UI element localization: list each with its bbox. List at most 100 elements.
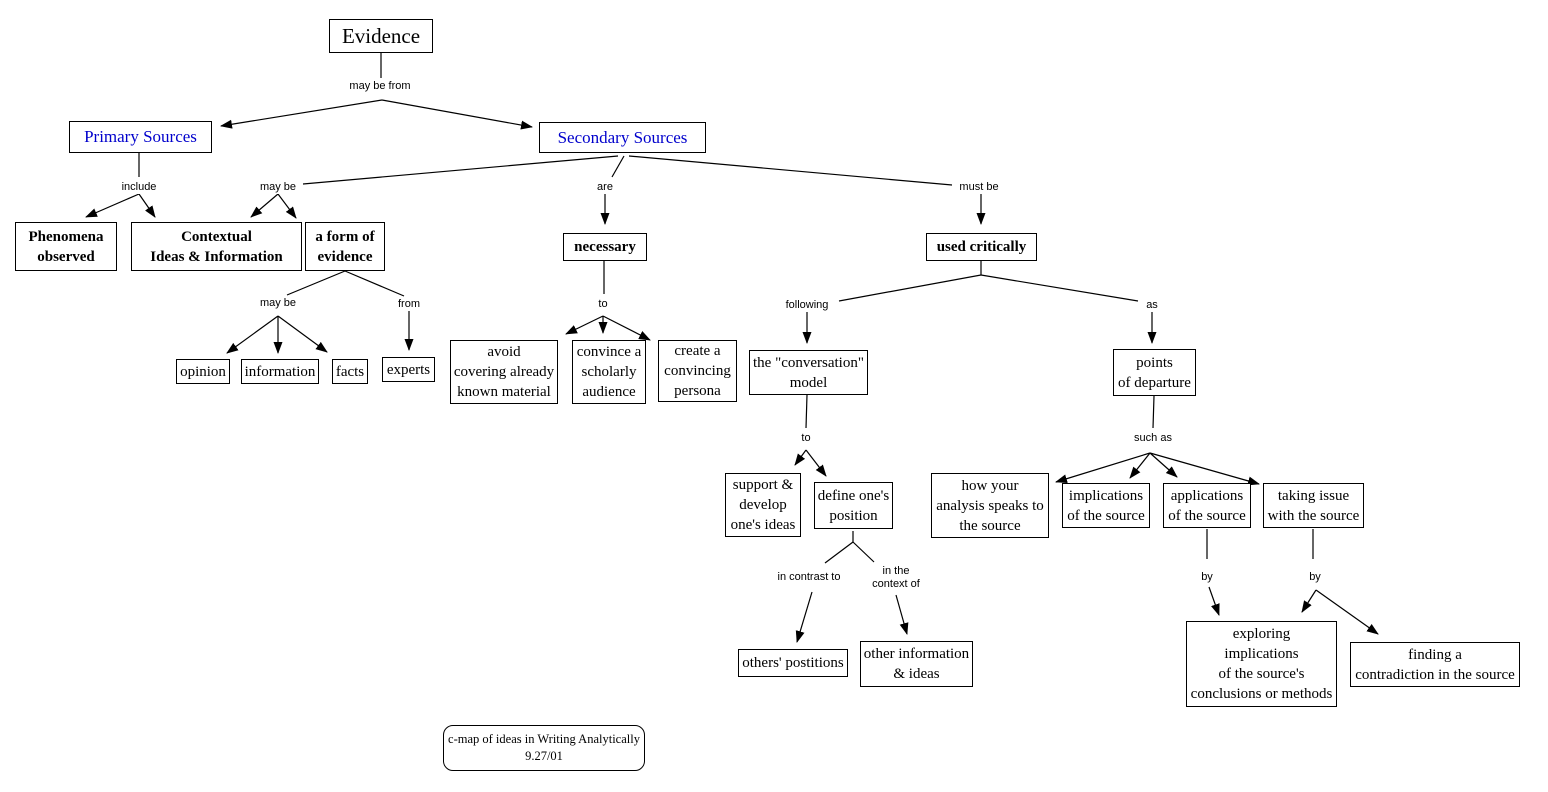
link-label-line: in the — [882, 565, 910, 577]
edge-include-contextual — [138, 193, 156, 218]
node-text: evidence — [317, 248, 373, 265]
edge-usedcritically-following — [838, 274, 982, 302]
node-text: how your — [961, 477, 1019, 494]
edge-suchas-applications — [1149, 452, 1178, 478]
link-label-by-2: by — [1306, 571, 1324, 584]
node-convince-audience: convince a scholarly audience — [572, 340, 646, 404]
node-points-of-departure: points of departure — [1113, 349, 1196, 396]
edge-secondary-mustbe — [628, 155, 953, 186]
edge-define-incontext — [852, 541, 875, 563]
node-taking-issue: taking issue with the source — [1263, 483, 1364, 528]
link-label-in-contrast-to: in contrast to — [774, 571, 844, 584]
edge-to-primary-sources — [220, 99, 383, 129]
node-avoid-covering: avoid covering already known material — [450, 340, 558, 404]
link-label-line: context of — [872, 578, 920, 590]
link-label-may-be-from: may be from — [346, 80, 414, 93]
node-define-position: define one's position — [814, 482, 893, 529]
node-text: with the source — [1267, 507, 1360, 524]
node-text: necessary — [574, 239, 636, 255]
node-others-positions: others' postitions — [738, 649, 848, 677]
node-implications: implications of the source — [1062, 483, 1150, 528]
node-phenomena-observed: Phenomena observed — [15, 222, 117, 271]
node-evidence: Evidence — [329, 19, 433, 53]
node-text: facts — [335, 363, 365, 380]
edge-form-maybe — [286, 270, 346, 296]
node-text: taking issue — [1277, 487, 1350, 504]
map-caption-note: c-map of ideas in Writing Analytically 9… — [443, 725, 645, 771]
edge-maybe-formofevidence — [277, 193, 297, 219]
node-text: exploring — [1232, 626, 1291, 642]
node-text: position — [829, 507, 878, 524]
edge-suchas-implications — [1129, 452, 1151, 479]
node-convincing-persona: create a convincing persona — [658, 340, 737, 402]
link-label-must-be: must be — [956, 181, 1002, 194]
link-label-to-2: to — [798, 432, 814, 445]
edge-maybe2-facts — [277, 315, 328, 353]
node-how-your-analysis: how your analysis speaks to the source — [931, 473, 1049, 538]
edge-by1-exploring — [1208, 586, 1220, 616]
node-information: information — [241, 359, 319, 384]
node-text: create a — [674, 343, 721, 359]
node-text: avoid — [487, 344, 521, 360]
edge-to-secondary-sources — [381, 99, 533, 130]
edge-points-suchas-stem — [1152, 395, 1155, 429]
node-text: covering already — [453, 364, 555, 380]
node-text: analysis speaks to — [936, 497, 1044, 514]
edge-by2-finding — [1315, 589, 1379, 635]
node-necessary: necessary — [563, 233, 647, 261]
edge-form-from — [344, 270, 405, 297]
node-text: implications — [1224, 646, 1299, 662]
node-other-information: other information & ideas — [860, 641, 973, 687]
node-conversation-model: the "conversation" model — [749, 350, 868, 395]
node-exploring-implications: exploring implications of the source's c… — [1186, 621, 1337, 707]
node-finding-contradiction: finding a contradiction in the source — [1350, 642, 1520, 687]
link-label-following: following — [782, 299, 832, 312]
node-text: applications — [1170, 487, 1244, 504]
edge-maybe2-opinion — [226, 315, 279, 354]
node-text: Phenomena — [28, 228, 104, 245]
link-label-include: include — [118, 181, 160, 194]
edge-to2-support — [794, 449, 807, 466]
node-text: a form of — [315, 228, 375, 245]
node-text: Ideas & Information — [150, 248, 283, 265]
node-text: conclusions or methods — [1190, 686, 1333, 702]
edge-conversation-to-stem — [805, 394, 808, 429]
edge-secondary-maybe — [302, 155, 619, 185]
node-primary-sources: Primary Sources — [69, 121, 212, 153]
link-label-as: as — [1143, 299, 1161, 312]
link-label-may-be-2: may be — [256, 297, 300, 310]
node-text: of departure — [1118, 374, 1191, 391]
link-label-by-1: by — [1198, 571, 1216, 584]
node-text: other information — [863, 646, 970, 662]
node-text: used critically — [936, 239, 1027, 255]
edge-suchas-takingissue — [1149, 452, 1260, 486]
edge-incontext-otherinfo — [895, 594, 909, 635]
edge-suchas-howyour — [1055, 452, 1151, 484]
node-text: opinion — [180, 363, 226, 380]
node-text: of the source — [1168, 507, 1246, 524]
edge-incontrast-others — [795, 591, 813, 643]
link-label-in-the-context-of: in the context of — [869, 565, 923, 591]
node-text: convince a — [576, 344, 642, 360]
edge-usedcritically-as — [980, 274, 1139, 302]
edge-to2-define — [805, 449, 827, 477]
node-text: of the source's — [1218, 666, 1305, 682]
node-text: Contextual — [181, 228, 252, 245]
node-text: experts — [386, 361, 431, 378]
node-text: model — [789, 374, 828, 391]
node-text: develop — [739, 497, 787, 513]
node-text: others' postitions — [742, 655, 844, 671]
link-label-to-1: to — [595, 298, 611, 311]
link-label-are: are — [594, 181, 616, 194]
link-label-such-as: such as — [1131, 432, 1175, 445]
node-text: audience — [582, 384, 636, 400]
node-form-of-evidence: a form of evidence — [305, 222, 385, 271]
edge-to-avoid — [565, 315, 604, 335]
node-text: known material — [457, 384, 551, 400]
node-text: the source — [959, 517, 1021, 534]
node-text: 9.27/01 — [525, 749, 563, 763]
node-text: scholarly — [581, 364, 637, 380]
edge-include-phenomena — [85, 193, 140, 218]
node-text: support & — [732, 477, 794, 493]
node-text: persona — [674, 383, 721, 399]
